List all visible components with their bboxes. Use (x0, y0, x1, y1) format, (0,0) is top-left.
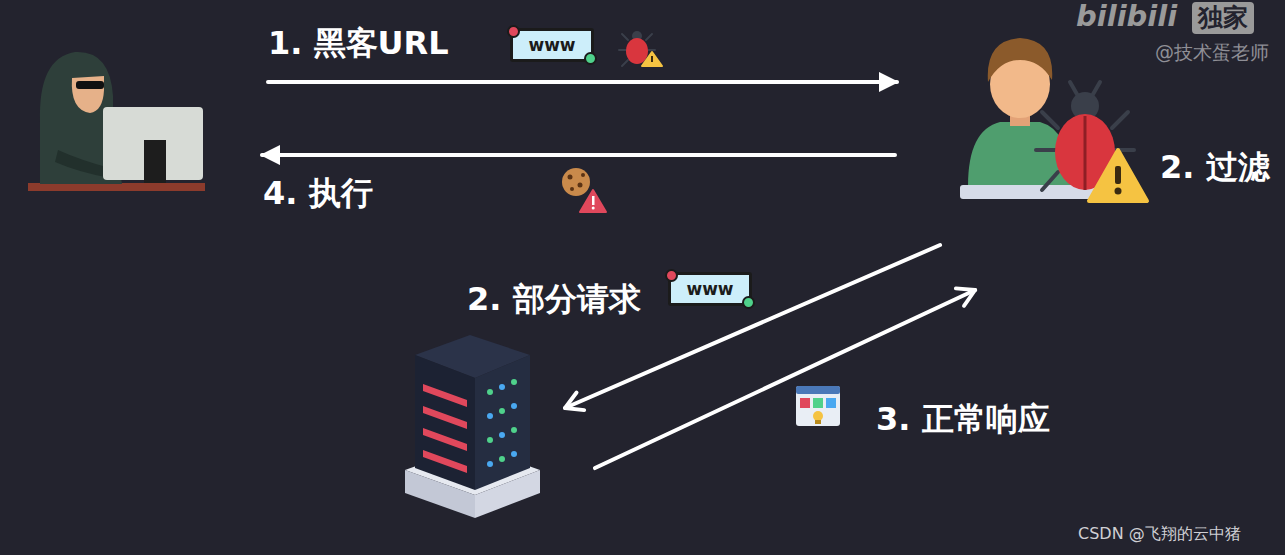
flow-arrow (268, 80, 897, 84)
step-label: 3. 正常响应 (876, 400, 1050, 438)
step-label: 2. 过滤 (1160, 148, 1270, 186)
step-label: 2. 部分请求 (467, 280, 641, 318)
icon-dot (507, 25, 520, 38)
user-illustration (960, 38, 1147, 201)
watermark: @技术蛋老师 (1155, 41, 1269, 64)
flow-arrow (565, 245, 940, 408)
url-icon: www (510, 28, 594, 62)
watermark-logo: bilibili (1076, 1, 1177, 33)
icon-dot (665, 269, 678, 282)
hacker-illustration (28, 52, 205, 191)
server-node (400, 330, 545, 525)
watermark-badge: 独家 (1192, 2, 1254, 34)
flow-arrow (262, 153, 895, 157)
icon-dot (742, 296, 755, 309)
cookie-icon (562, 168, 606, 212)
watermark: CSDN @飞翔的云中猪 (1078, 524, 1241, 543)
browser-icon (796, 386, 840, 426)
server-illustration (405, 335, 540, 518)
flow-arrow (595, 290, 975, 468)
hacker-node (20, 40, 265, 200)
step-label: 4. 执行 (263, 174, 373, 212)
icon-dot (584, 52, 597, 65)
bug-icon (619, 31, 662, 66)
step-label: 1. 黑客URL (268, 24, 449, 62)
url-icon: www (668, 272, 752, 306)
